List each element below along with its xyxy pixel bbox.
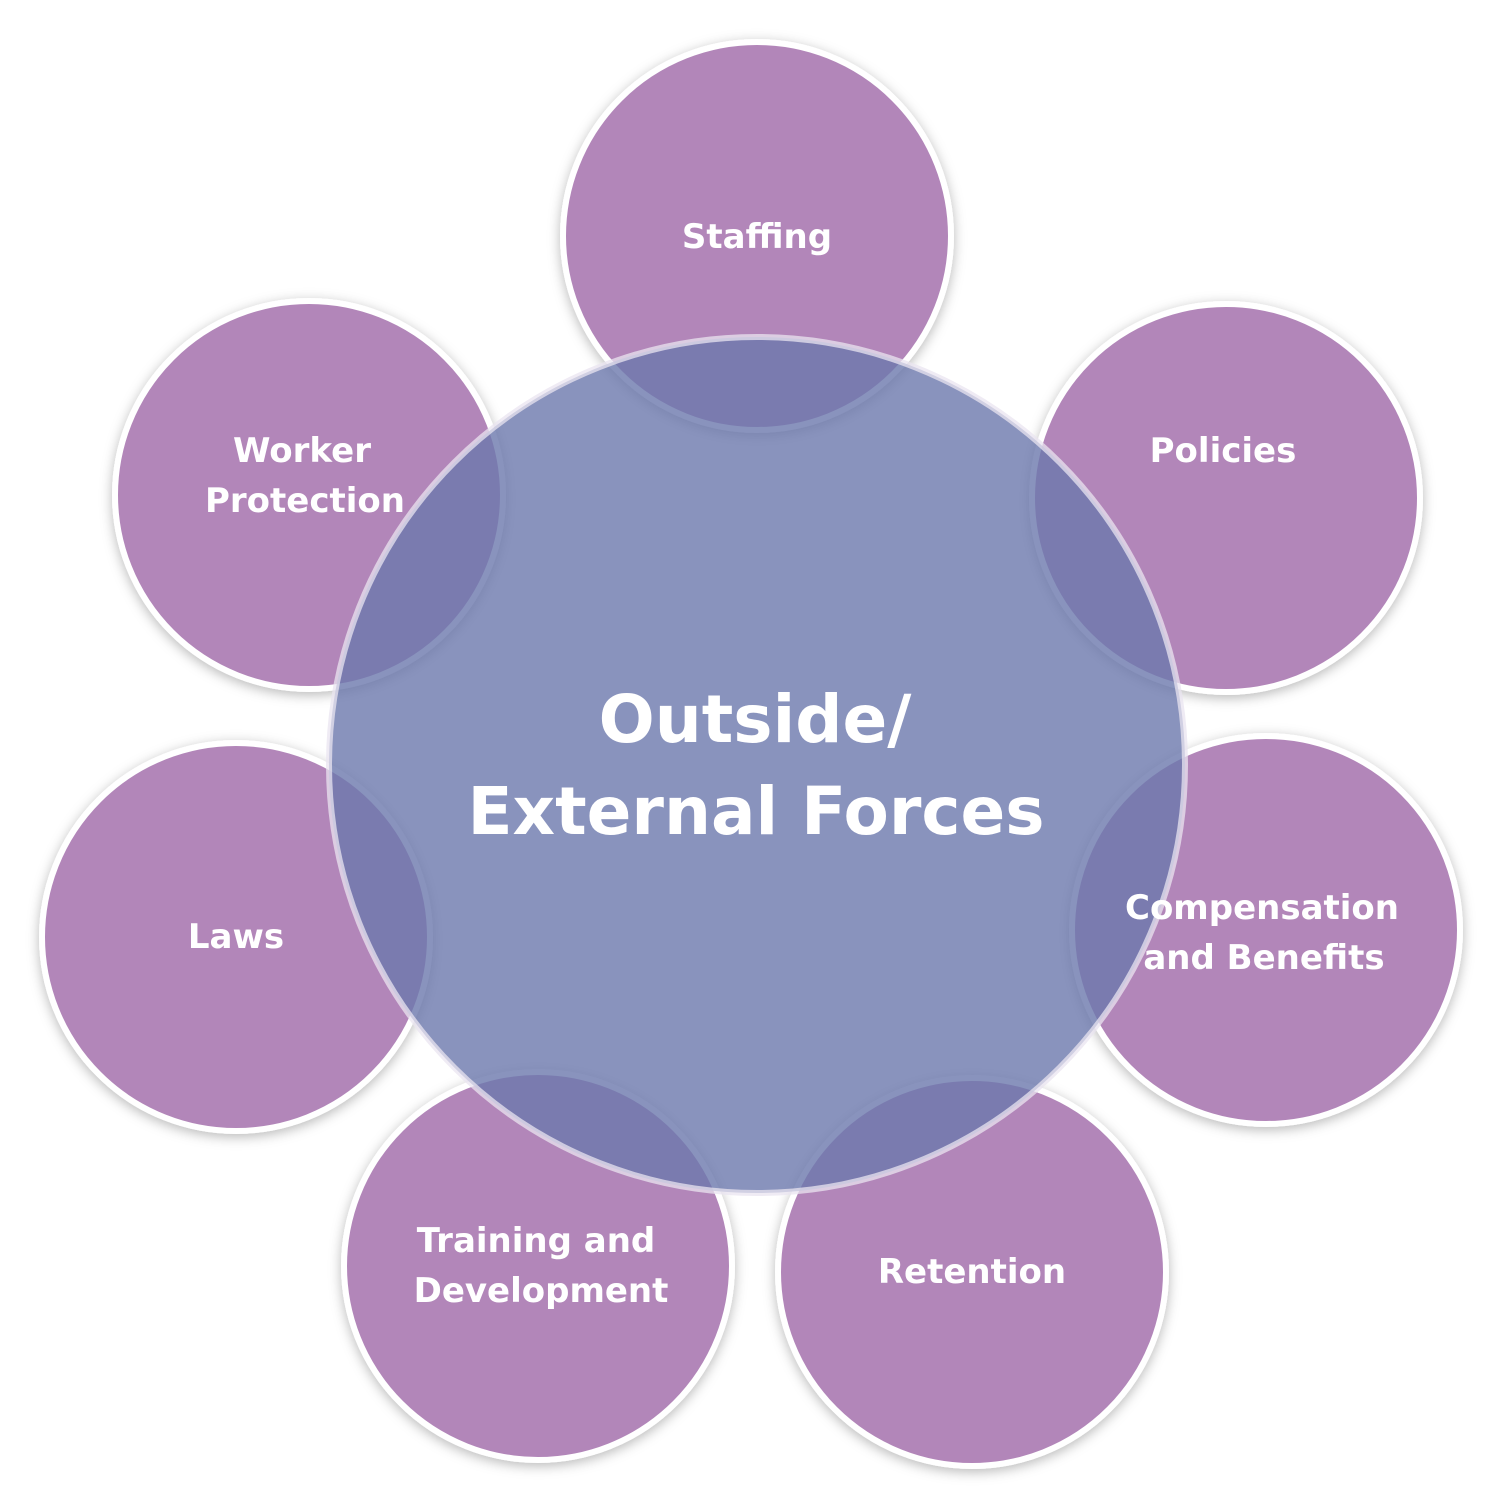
node-training-label-line1: Training and: [417, 1221, 656, 1261]
center-circle: [326, 334, 1188, 1196]
node-worker-protection-label-line2: Protection: [205, 481, 405, 521]
node-laws-label: Laws: [188, 917, 284, 957]
node-compensation-label-line2: and Benefits: [1143, 938, 1384, 978]
node-policies-label: Policies: [1150, 431, 1297, 471]
node-worker-protection-label-line1: Worker: [233, 431, 371, 471]
center-label-line2: External Forces: [467, 773, 1044, 850]
center-node: [326, 334, 1188, 1196]
node-training-label-line2: Development: [414, 1271, 669, 1311]
node-staffing-label: Staffing: [682, 217, 832, 257]
node-retention-label: Retention: [878, 1252, 1066, 1292]
center-label-line1: Outside/: [599, 681, 913, 758]
node-compensation-label-line1: Compensation: [1125, 888, 1399, 928]
